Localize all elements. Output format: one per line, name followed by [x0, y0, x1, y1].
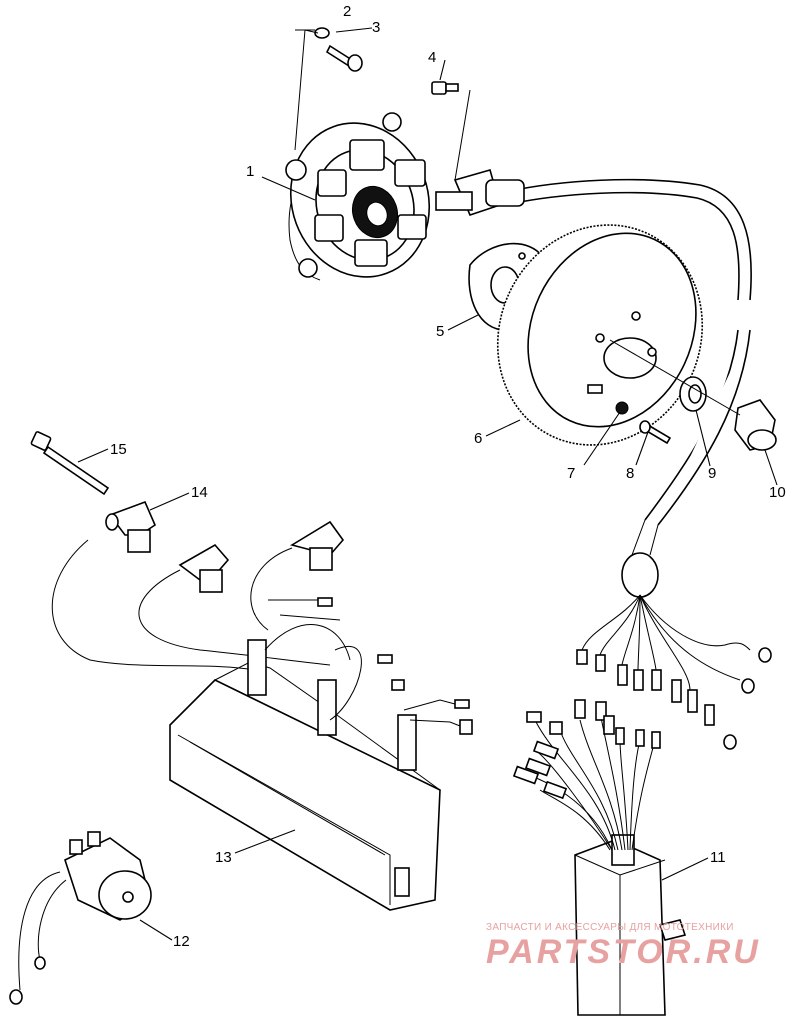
callout-13: 13	[215, 849, 232, 866]
screw-part-4	[431, 81, 459, 95]
plug-cap-3	[289, 520, 345, 571]
callout-5: 5	[436, 323, 444, 340]
leader-lines	[77, 27, 778, 941]
callout-11: 11	[710, 849, 726, 866]
callout-1: 1	[246, 163, 254, 180]
washer-part-2	[314, 27, 330, 39]
flywheel-part-6	[496, 224, 704, 446]
key-part-7	[615, 401, 629, 415]
watermark-logo: PARTSTOR.RU	[486, 933, 761, 971]
callout-14: 14	[191, 484, 208, 501]
relay-part-12	[9, 831, 152, 1005]
callout-12: 12	[173, 933, 190, 950]
screw-part-3	[325, 44, 363, 72]
cdi-box-part-13	[169, 597, 473, 911]
connector-wires	[512, 594, 772, 851]
callout-9: 9	[708, 465, 716, 482]
nut-part-10	[734, 399, 777, 451]
callout-8: 8	[626, 465, 634, 482]
stator-assembly	[285, 112, 501, 281]
watermark-tagline: ЗАПЧАСТИ И АКСЕССУАРЫ ДЛЯ МОТОТЕХНИКИ	[486, 922, 734, 933]
callout-2: 2	[343, 3, 351, 20]
bolt-part-8	[639, 420, 672, 445]
callout-4: 4	[428, 49, 436, 66]
callout-10: 10	[769, 484, 786, 501]
callout-3: 3	[372, 19, 380, 36]
washer-part-9	[679, 376, 707, 412]
plug-cap-2	[178, 543, 230, 593]
callout-7: 7	[567, 465, 575, 482]
callout-6: 6	[474, 430, 482, 447]
plug-cap-part-14	[105, 500, 157, 553]
callout-numbers: 1 2 3 4 5 6 7 8 9 10 11 12 13 14 15	[110, 3, 786, 950]
spark-plug-part-15	[30, 431, 110, 496]
watermark: ЗАПЧАСТИ И АКСЕССУАРЫ ДЛЯ МОТОТЕХНИКИ PA…	[486, 922, 796, 971]
callout-15: 15	[110, 441, 127, 458]
